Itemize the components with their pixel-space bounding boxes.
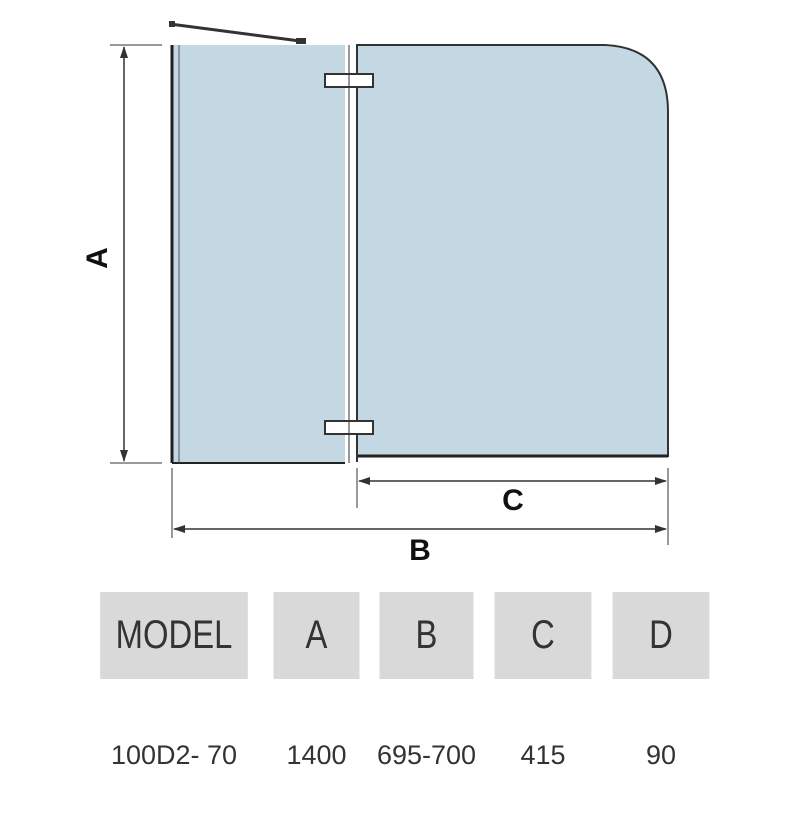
dimension-b: B: [171, 468, 667, 567]
spec-table: MODEL A B C D 100D2- 70 1400 695-700 415…: [84, 592, 720, 815]
fixed-glass-panel: [170, 45, 345, 464]
header-d: D: [612, 592, 710, 679]
dimension-c-label: C: [502, 484, 524, 517]
top-hinge: [324, 73, 374, 88]
header-a: A: [273, 592, 360, 679]
dimension-a: A: [81, 44, 162, 464]
table-row: 100D2- 70 1400 695-700 415 90: [84, 679, 720, 815]
header-model: MODEL: [100, 592, 248, 679]
spec-table-header-row: MODEL A B C D: [84, 592, 720, 679]
dimension-c: C: [356, 468, 669, 545]
support-arm: [169, 21, 306, 44]
cell-model: 100D2- 70: [110, 739, 238, 770]
dimension-a-label: A: [81, 247, 114, 269]
header-c: C: [494, 592, 592, 679]
dimension-b-label: B: [409, 534, 431, 567]
header-b: B: [379, 592, 474, 679]
cell-d: 90: [645, 739, 677, 770]
shower-screen-diagram: A C B: [81, 21, 669, 567]
cell-c: 415: [520, 739, 566, 770]
cell-a: 1400: [286, 739, 347, 770]
cell-b: 695-700: [376, 739, 477, 770]
bottom-hinge: [324, 420, 374, 435]
hinged-glass-door: [356, 44, 669, 457]
